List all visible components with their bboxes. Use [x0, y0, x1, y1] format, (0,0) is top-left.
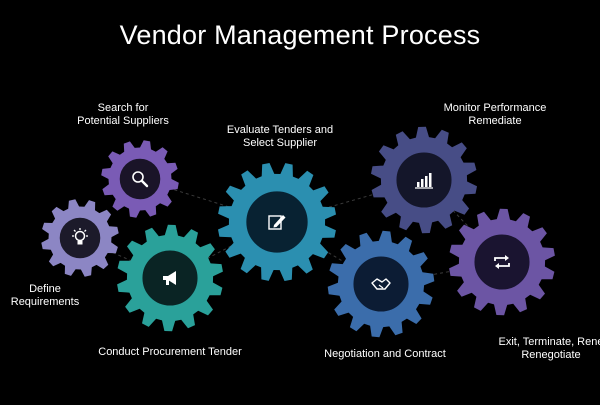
megaphone-icon — [163, 271, 176, 285]
cycle-icon — [494, 255, 510, 269]
gear-define-hub — [59, 217, 101, 259]
gear-conduct — [117, 224, 223, 332]
gear-negotiate-hub — [353, 256, 409, 312]
label-monitor: Monitor Performance Remediate — [443, 102, 547, 127]
label-conduct: Conduct Procurement Tender — [98, 346, 242, 358]
magnifier-icon — [132, 171, 149, 188]
label-negotiate: Negotiation and Contract — [324, 348, 446, 360]
gear-monitor-hub — [396, 152, 452, 208]
gear-exit — [449, 208, 555, 316]
gear-search — [101, 140, 179, 218]
diagram-title: Vendor Management Process — [119, 20, 481, 50]
edit-icon — [268, 215, 286, 230]
bar-chart-icon — [415, 173, 433, 189]
label-search: Search for Potential Suppliers — [77, 102, 169, 127]
label-define: Define Requirements — [10, 283, 80, 308]
label-exit: Exit, Terminate, Rene Renegotiate — [498, 336, 600, 361]
gear-negotiate — [327, 230, 435, 338]
gear-monitor — [371, 126, 477, 234]
label-evaluate: Evaluate Tenders and Select Supplier — [226, 124, 334, 149]
handshake-icon — [371, 278, 391, 290]
lightbulb-icon — [72, 228, 88, 245]
gear-define — [41, 199, 119, 277]
gear-search-hub — [119, 158, 161, 200]
gear-exit-hub — [474, 234, 530, 290]
gear-evaluate — [218, 163, 336, 281]
connector-define-conduct — [79, 237, 171, 279]
